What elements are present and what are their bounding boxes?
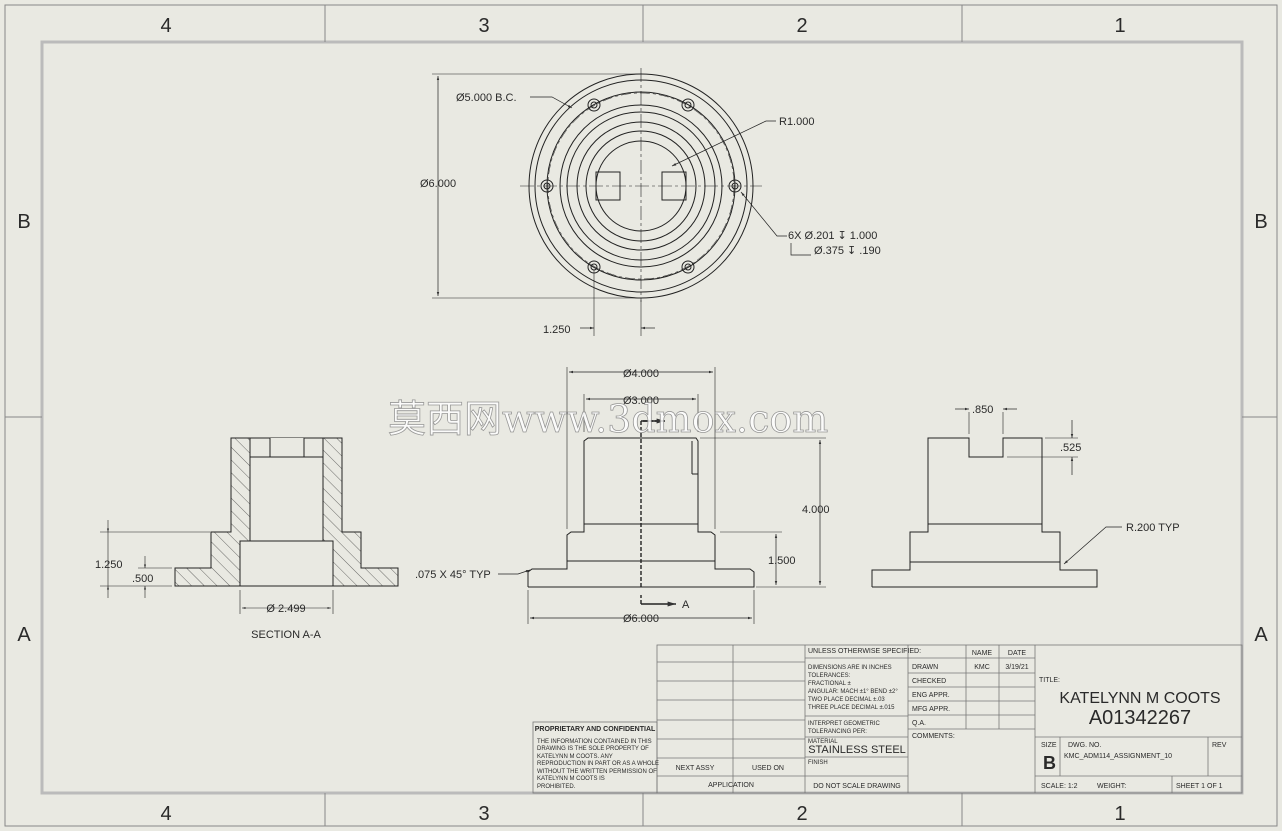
material-value: STAINLESS STEEL (808, 744, 906, 756)
proprietary-line-6: KATELYNN M COOTS IS (537, 776, 605, 782)
title-number: A01342267 (1089, 707, 1191, 729)
right-view (871, 407, 1122, 588)
dim-offset: 1.250 (543, 324, 571, 336)
top-view (432, 68, 811, 336)
dim-500-section: .500 (132, 573, 153, 585)
bolt-holes (540, 98, 742, 274)
dim-outer-diameter: Ø6.000 (420, 178, 456, 190)
top-view-labels: Ø5.000 B.C. Ø6.000 R1.000 6X Ø.201 ↧ 1.0… (420, 92, 881, 336)
row-checked: CHECKED (912, 678, 946, 685)
zone-top-1: 1 (1114, 15, 1125, 37)
proprietary-title: PROPRIETARY AND CONFIDENTIAL (535, 726, 656, 733)
zone-top-4: 4 (160, 15, 171, 37)
rev-label: REV (1212, 742, 1227, 749)
dwg-no-label: DWG. NO. (1068, 742, 1101, 749)
dim-slot-depth: .525 (1060, 442, 1081, 454)
proprietary-line-3: KATELYNN M COOTS. ANY (537, 754, 613, 760)
proprietary-line-5: WITHOUT THE WRITTEN PERMISSION OF (537, 769, 657, 775)
zone-bottom-3: 3 (478, 803, 489, 825)
proprietary-line-7: PROHIBITED. (537, 784, 576, 790)
dwg-no-value: KMC_ADM114_ASSIGNMENT_10 (1064, 753, 1172, 760)
right-view-labels: .850 .525 R.200 TYP (972, 404, 1180, 534)
drawn-date: 3/19/21 (1005, 664, 1028, 671)
finish-label: FINISH (808, 760, 828, 766)
hole-callout-2: Ø.375 ↧ .190 (814, 245, 881, 257)
section-view (100, 437, 399, 614)
dim-radius: R1.000 (779, 116, 814, 128)
dim-base-dia: Ø6.000 (623, 613, 659, 625)
section-label: SECTION A-A (251, 629, 321, 641)
unless-specified: UNLESS OTHERWISE SPECIFIED: (808, 648, 921, 655)
zone-bottom-1: 1 (1114, 803, 1125, 825)
title-label: TITLE: (1039, 677, 1060, 684)
geometric-line-2: TOLERANCING PER: (808, 729, 867, 735)
name-header: NAME (972, 650, 993, 657)
zone-left-b: B (17, 211, 30, 233)
dim-chamfer: .075 X 45° TYP (415, 569, 491, 581)
zone-right-b: B (1254, 211, 1267, 233)
sheet-label: SHEET 1 OF 1 (1176, 783, 1223, 790)
tolerance-line-2: TOLERANCES: (808, 673, 851, 679)
proprietary-line-4: REPRODUCTION IN PART OR AS A WHOLE (537, 761, 659, 767)
front-view-labels: Ø4.000 Ø3.000 4.000 1.500 .075 X 45° TYP… (415, 368, 830, 625)
dim-slot-width: .850 (972, 404, 993, 416)
section-view-labels: 1.250 .500 Ø 2.499 SECTION A-A (95, 559, 321, 641)
zone-top-3: 3 (478, 15, 489, 37)
zone-top-2: 2 (796, 15, 807, 37)
zone-left-a: A (17, 624, 31, 646)
used-on-label: USED ON (752, 765, 784, 772)
hole-callout-1: 6X Ø.201 ↧ 1.000 (788, 230, 877, 242)
row-drawn: DRAWN (912, 664, 938, 671)
row-qa: Q.A. (912, 720, 926, 727)
proprietary-line-2: DRAWING IS THE SOLE PROPERTY OF (537, 746, 649, 752)
size-value: B (1043, 753, 1056, 773)
dim-1250-section: 1.250 (95, 559, 123, 571)
material-label: MATERIAL (808, 739, 838, 745)
geometric-line-1: INTERPRET GEOMETRIC (808, 721, 881, 727)
dim-fillet: R.200 TYP (1126, 522, 1180, 534)
tolerance-line-3: FRACTIONAL ± (808, 681, 851, 687)
zone-right-a: A (1254, 624, 1268, 646)
zone-labels: 4 3 2 1 4 3 2 1 B A B A (17, 15, 1268, 825)
zone-bottom-2: 2 (796, 803, 807, 825)
dim-flange-height: 1.500 (768, 555, 796, 567)
watermark: 莫西网www.3dmox.com (388, 397, 828, 441)
title-block (532, 644, 1243, 794)
size-label: SIZE (1041, 742, 1057, 749)
tolerance-line-1: DIMENSIONS ARE IN INCHES (808, 665, 892, 671)
next-assy-label: NEXT ASSY (676, 765, 715, 772)
dim-bolt-circle: Ø5.000 B.C. (456, 92, 517, 104)
scale-label: SCALE: 1:2 (1041, 783, 1078, 790)
dim-bore-dia: Ø 2.499 (266, 603, 305, 615)
title-block-text: PROPRIETARY AND CONFIDENTIAL THE INFORMA… (535, 648, 1227, 790)
dim-top-outer-dia: Ø4.000 (623, 368, 659, 380)
comments-label: COMMENTS: (912, 733, 955, 740)
zone-bottom-4: 4 (160, 803, 171, 825)
date-header: DATE (1008, 650, 1026, 657)
title-name: KATELYNN M COOTS (1059, 690, 1220, 707)
weight-label: WEIGHT: (1097, 783, 1126, 790)
dim-overall-height: 4.000 (802, 504, 830, 516)
section-marker-a: A (682, 599, 690, 611)
tolerance-line-6: THREE PLACE DECIMAL ±.015 (808, 705, 895, 711)
row-eng-appr: ENG APPR. (912, 692, 950, 699)
dim-top-inner-dia: Ø3.000 (623, 395, 659, 407)
front-view (498, 367, 826, 624)
tolerance-line-5: TWO PLACE DECIMAL ±.03 (808, 697, 885, 703)
tolerance-line-4: ANGULAR: MACH ±1° BEND ±2° (808, 689, 898, 695)
proprietary-line-1: THE INFORMATION CONTAINED IN THIS (537, 739, 652, 745)
application-label: APPLICATION (708, 782, 754, 789)
do-not-scale: DO NOT SCALE DRAWING (813, 783, 901, 790)
drawn-name: KMC (974, 664, 990, 671)
row-mfg-appr: MFG APPR. (912, 706, 950, 713)
